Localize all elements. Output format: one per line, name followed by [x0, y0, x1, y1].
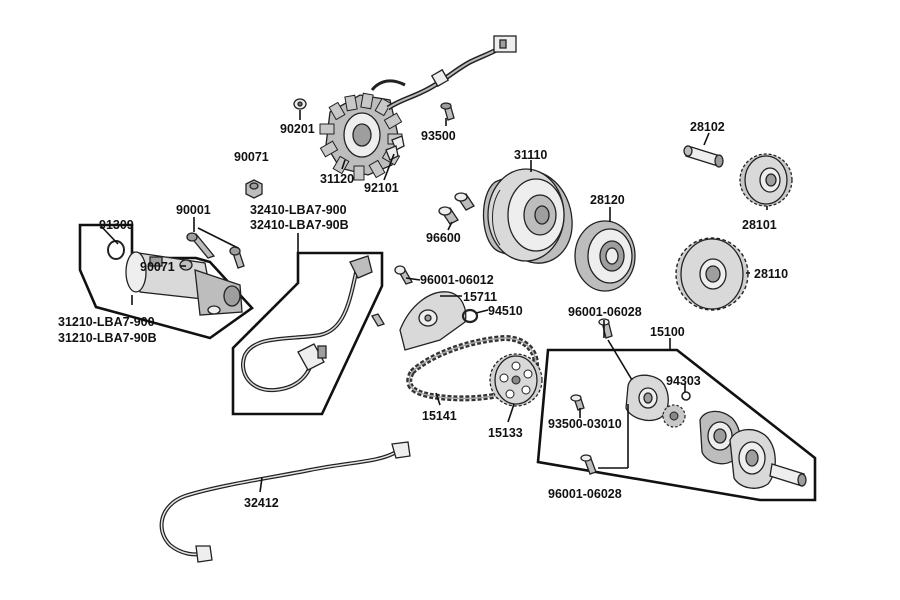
label-92101: 92101	[364, 181, 399, 195]
gear-28101	[739, 153, 793, 207]
label-96001-06012: 96001-06012	[420, 273, 494, 287]
stator-wiring-harness	[370, 35, 517, 111]
label-90201: 90201	[280, 122, 315, 136]
label-32412: 32412	[244, 496, 279, 510]
bolt-93500-03010	[570, 394, 585, 411]
bolt-96001-06028-top	[598, 318, 613, 339]
label-91309: 91309	[99, 218, 134, 232]
driven-gear-28110	[675, 237, 749, 311]
spring-94303	[681, 391, 691, 401]
nut-90071-flywheel	[245, 179, 263, 199]
clutch-outer	[729, 429, 776, 489]
label-15141: 15141	[422, 409, 457, 423]
cable-terminal-top	[349, 255, 373, 279]
label-90001: 90001	[176, 203, 211, 217]
sprocket-15133	[489, 353, 543, 407]
label-90071-flywheel: 90071	[234, 150, 269, 164]
label-31210-LBA7-900: 31210-LBA7-900	[58, 315, 155, 329]
ground-cable-terminal-top	[391, 441, 411, 459]
clutch-plate	[625, 374, 669, 422]
bolt-96001-06012	[371, 265, 413, 327]
ground-cable-32412	[159, 441, 411, 563]
label-93500-03010: 93500-03010	[548, 417, 622, 431]
label-28101: 28101	[742, 218, 777, 232]
flywheel-31110	[482, 168, 573, 264]
label-90071-starter: 90071	[140, 260, 175, 274]
clip-94510	[461, 308, 479, 324]
shaft-end	[769, 463, 807, 487]
washer-90201	[293, 98, 307, 110]
starter-motor	[107, 240, 243, 316]
starter-motor-end	[125, 251, 147, 293]
starter-motor-terminal	[149, 256, 163, 267]
cable-ring-terminal	[317, 345, 327, 359]
group-outline-starter-cable	[231, 251, 384, 416]
label-94510: 94510	[488, 304, 523, 318]
bolts-96600	[438, 192, 475, 225]
label-32410-LBA7-90B: 32410-LBA7-90B	[250, 218, 349, 232]
shaft-28102	[683, 145, 724, 168]
label-28102: 28102	[690, 120, 725, 134]
label-93500: 93500	[421, 129, 456, 143]
clamps-92101	[385, 135, 405, 161]
starter-clutch-28120	[574, 220, 636, 292]
screws-93500	[440, 102, 455, 121]
o-ring-91309	[107, 240, 125, 260]
starter-cable-32410	[241, 255, 373, 393]
label-96600: 96600	[426, 231, 461, 245]
part-number-labels: 91309 90001 90071 90071 90201 31120 9350…	[58, 120, 788, 510]
label-96001-06028-top: 96001-06028	[568, 305, 642, 319]
starter-motor-shaft	[223, 285, 241, 307]
stator-31120	[319, 92, 403, 181]
bolts-90001	[186, 232, 245, 269]
label-28110: 28110	[754, 267, 788, 281]
label-15100: 15100	[650, 325, 685, 339]
leader-lines	[99, 110, 768, 493]
label-31120: 31120	[320, 172, 354, 186]
nut-90071-starter	[179, 259, 193, 271]
label-15133: 15133	[488, 426, 523, 440]
label-96001-06028-bottom: 96001-06028	[548, 487, 622, 501]
group-outline-starter-clutch	[536, 348, 817, 502]
starter-motor-mount-hole	[207, 305, 221, 315]
label-32410-LBA7-900: 32410-LBA7-900	[250, 203, 347, 217]
label-31110: 31110	[514, 148, 547, 162]
ground-cable-terminal-bottom	[195, 545, 213, 563]
label-28120: 28120	[590, 193, 625, 207]
label-15711: 15711	[463, 290, 497, 304]
label-31210-LBA7-90B: 31210-LBA7-90B	[58, 331, 157, 345]
cover-15711	[399, 291, 467, 351]
bolt-96001-06028-bottom	[580, 454, 597, 475]
gear-small	[662, 404, 686, 428]
label-94303: 94303	[666, 374, 701, 388]
